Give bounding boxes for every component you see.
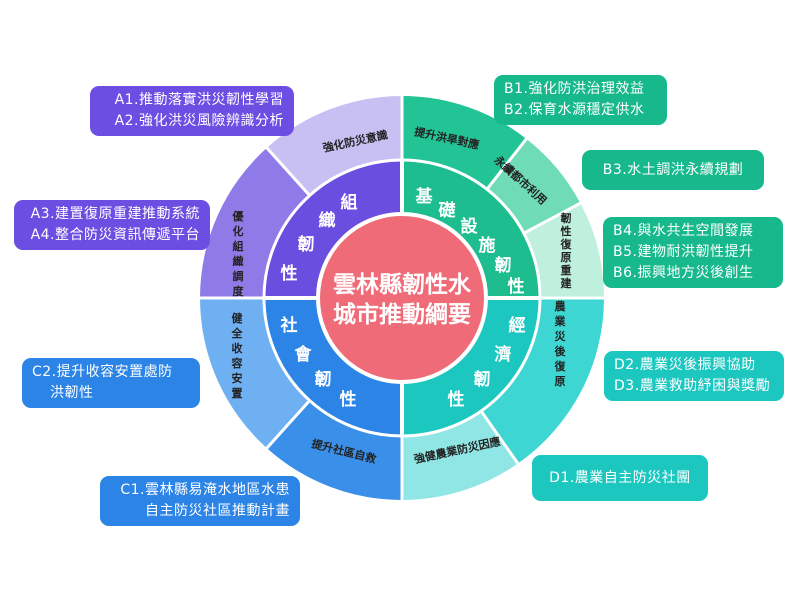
strategy-label-coordination-char: 調 (233, 269, 244, 283)
action-A3: A3.建置復原重建推動系統 (30, 206, 200, 222)
strategy-label-recovery-char: 性 (561, 224, 572, 238)
strategy-label-shelter-char: 容 (231, 356, 243, 370)
strategy-label-agri-recovery-char: 原 (555, 375, 566, 388)
strategy-label-recovery-char: 建 (561, 276, 573, 290)
pillar-infra-char-6: 性 (508, 276, 525, 297)
pillar-infra-char-5: 韌 (495, 255, 512, 276)
strategy-label-agri-recovery-char: 復 (554, 359, 567, 373)
action-box-D1: D1.農業自主防災社團 (532, 455, 708, 501)
pillar-quadrant-economic (402, 298, 540, 436)
strategy-label-agri-recovery-char: 農 (555, 299, 567, 313)
pillar-quadrant-infrastructure (402, 160, 540, 298)
action-C2-line2: 洪韌性 (50, 385, 94, 401)
pillar-org-char-2: 織 (319, 210, 336, 231)
strategy-label-agri-recovery-char: 業 (554, 314, 567, 328)
pillar-econ-char-1: 經 (509, 315, 526, 336)
action-C1-line1: C1.雲林縣易淹水地區水患 (120, 482, 290, 498)
action-B6: B6.振興地方災後創生 (613, 265, 754, 281)
pillar-econ-char-2: 濟 (495, 344, 512, 365)
action-box-B1-B2: B1.強化防洪治理效益 B2.保育水源穩定供水 (494, 75, 667, 125)
strategy-segment-awareness (266, 95, 402, 196)
ring-dividers (199, 95, 605, 501)
action-box-D2-D3: D2.農業災後振興協助 D3.農業救助紓困與獎勵 (604, 351, 784, 401)
strategy-label-agri-recovery-char: 後 (555, 344, 567, 358)
pillar-econ-char-3: 韌 (474, 369, 491, 390)
action-C1-line2: 自主防災社區推動計畫 (145, 503, 290, 519)
strategy-label-shelter-char: 全 (231, 326, 244, 340)
strategy-label-coordination-char: 優 (232, 209, 245, 223)
strategy-label-coordination-char: 度 (233, 284, 245, 298)
action-B1: B1.強化防洪治理效益 (504, 81, 645, 97)
action-B2: B2.保育水源穩定供水 (504, 102, 645, 118)
action-C2-line1: C2.提升收容安置處防 (32, 364, 173, 380)
strategy-label-coordination-char: 織 (233, 254, 244, 268)
strategy-segment-community (266, 400, 402, 500)
strategy-label-coordination-char: 化 (233, 224, 244, 238)
action-D1: D1.農業自主防災社團 (549, 470, 691, 486)
action-B3: B3.水土調洪永續規劃 (602, 162, 744, 178)
strategy-label-shelter-char: 健 (232, 311, 244, 325)
action-B5: B5.建物耐洪韌性提升 (613, 244, 754, 260)
action-D2: D2.農業災後振興協助 (614, 357, 756, 373)
strategy-label-shelter-char: 安 (232, 371, 243, 385)
pillar-infra-char-2: 礎 (439, 200, 457, 221)
ring-inner-border (262, 158, 542, 438)
ring-divider-line (485, 137, 529, 191)
center-title-line2: 城市推動綱要 (333, 301, 471, 328)
strategy-segment-shelter (200, 298, 310, 449)
strategy-label-recovery-char: 復 (560, 237, 573, 251)
action-D3: D3.農業救助紓困與獎勵 (614, 378, 771, 394)
pillar-infra-char-3: 設 (461, 216, 479, 237)
pillar-org-char-4: 性 (281, 263, 298, 284)
ring-divider-line (479, 410, 520, 466)
strategy-label-recovery-char: 重 (561, 263, 572, 277)
action-box-A1-A2: A1.推動落實洪災韌性學習 A2.強化洪災風險辨識分析 (90, 86, 294, 136)
action-A1: A1.推動落實洪災韌性學習 (114, 92, 284, 108)
strategy-label-recovery-char: 原 (561, 251, 572, 264)
strategy-segment-recovery (523, 203, 604, 298)
pillar-infra-char-4: 施 (479, 235, 496, 256)
action-box-C2: C2.提升收容安置處防 洪韌性 (22, 358, 200, 408)
action-A2: A2.強化洪災風險辨識分析 (114, 113, 284, 129)
action-box-B3: B3.水土調洪永續規劃 (582, 150, 764, 190)
action-box-B4-B6: B4.與水共生空間發展 B5.建物耐洪韌性提升 B6.振興地方災後創生 (603, 217, 783, 288)
strategy-label-coordination-char: 組 (233, 239, 244, 253)
pillar-social-char-3: 韌 (315, 369, 332, 390)
action-A4: A4.整合防災資訊傳遞平台 (30, 227, 200, 243)
ring-divider-line (265, 399, 311, 450)
action-box-A3-A4: A3.建置復原重建推動系統 A4.整合防災資訊傳遞平台 (14, 200, 210, 250)
pillar-social-char-2: 會 (294, 344, 313, 365)
ring-divider-line (523, 201, 582, 235)
pillar-infra-char-1: 基 (415, 186, 434, 207)
pillar-org-char-3: 韌 (298, 234, 315, 255)
pillar-social-char-4: 性 (340, 389, 357, 410)
pillar-quadrant-social (264, 298, 402, 436)
strategy-segment-urban-use (486, 138, 581, 234)
center-circle (316, 212, 488, 384)
strategy-label-shelter-char: 置 (232, 387, 243, 400)
action-B4: B4.與水共生空間發展 (613, 223, 754, 239)
strategy-segment-coordination (200, 147, 310, 298)
strategy-label-shelter-char: 收 (232, 341, 243, 355)
ring-divider-line (265, 146, 311, 197)
pillar-social-char-1: 社 (280, 315, 298, 336)
pillar-quadrant-organization (264, 160, 402, 298)
center-title-line1: 雲林縣韌性水 (333, 271, 472, 298)
strategy-label-agri-recovery-char: 災 (554, 330, 567, 343)
pillar-org-char-1: 組 (341, 192, 358, 213)
strategy-segment-agri-recovery (481, 298, 604, 464)
strategy-label-recovery-char: 韌 (561, 211, 572, 225)
pillar-econ-char-4: 性 (448, 389, 465, 410)
action-box-C1: C1.雲林縣易淹水地區水患 自主防災社區推動計畫 (100, 476, 300, 526)
